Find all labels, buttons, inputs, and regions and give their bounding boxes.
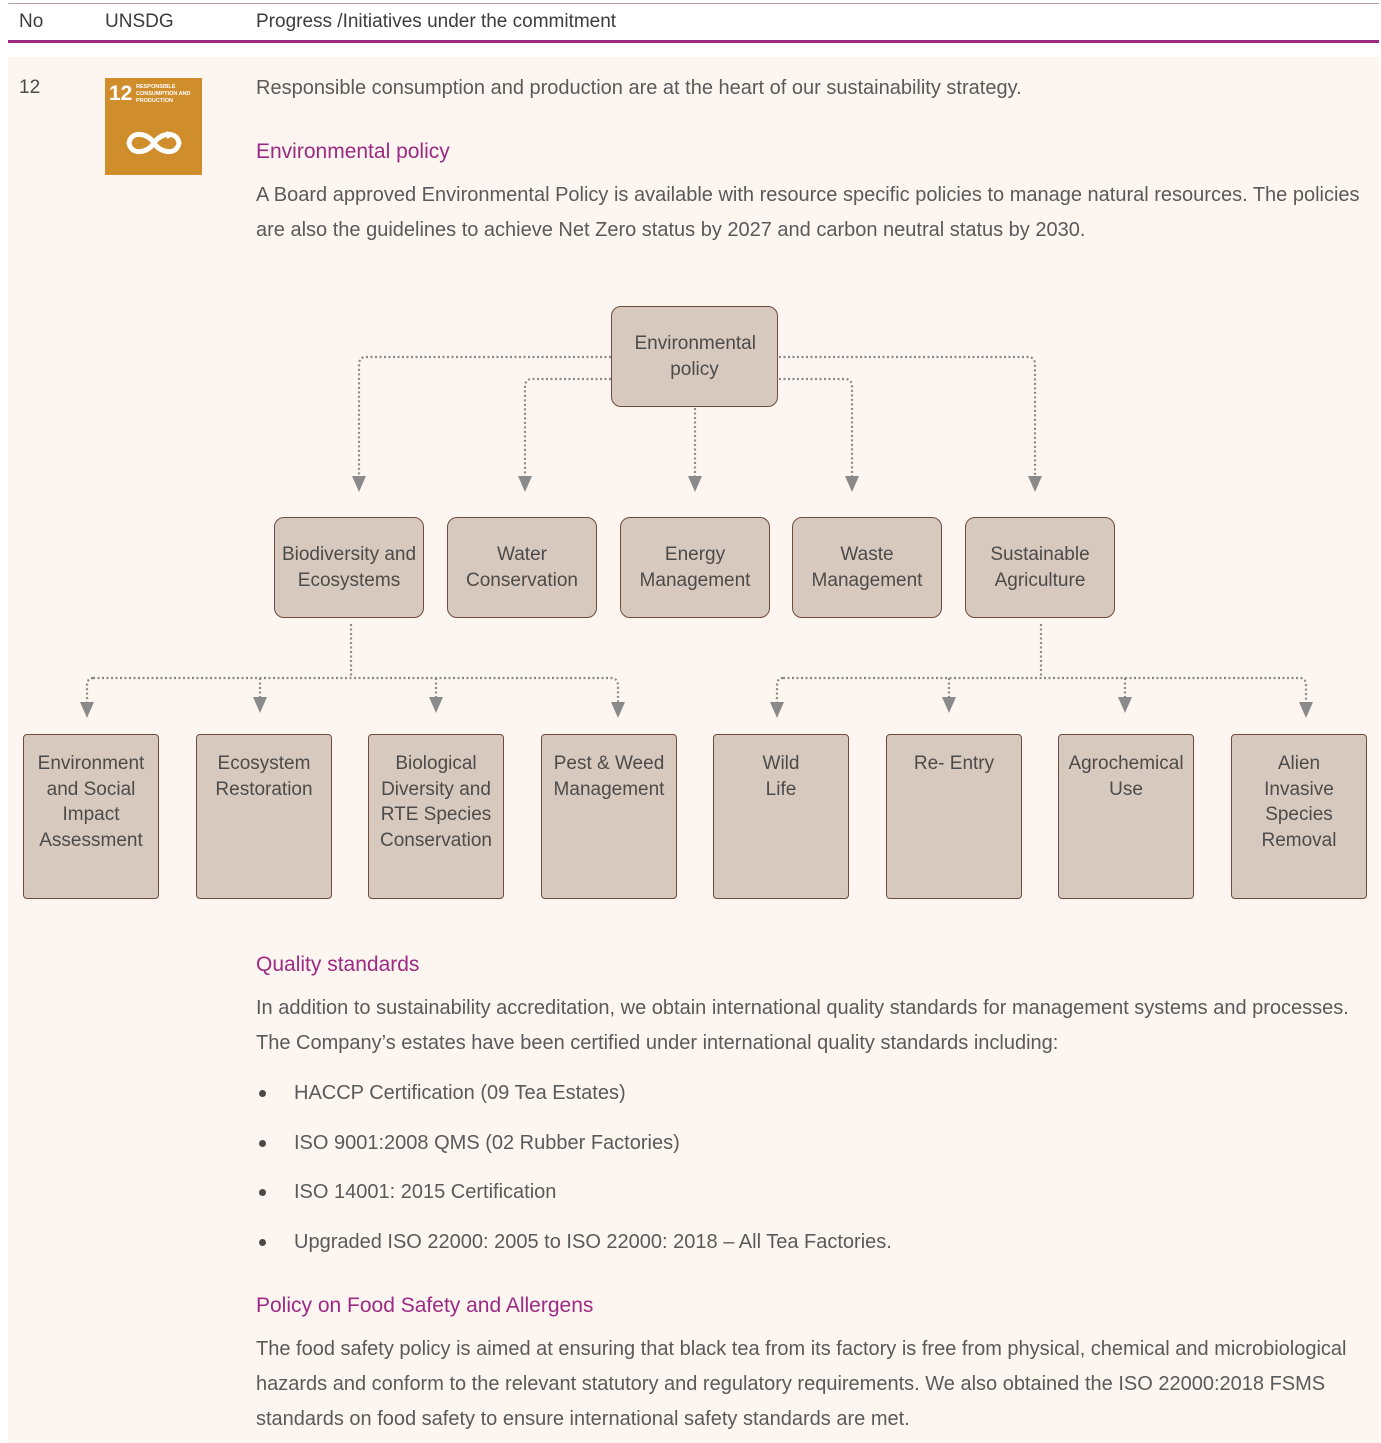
diagram-leaf-label: Agrochemical Use — [1068, 753, 1184, 800]
diagram-root-label: Environmental policy — [634, 333, 756, 380]
sdg-icon-label: RESPONSIBLE CONSUMPTION AND PRODUCTION — [136, 84, 191, 104]
environmental-policy-text: A Board approved Environmental Policy is… — [256, 184, 1360, 241]
diagram-leaf-wild-life: Wild Life — [713, 734, 849, 899]
diagram-leaf-label: Pest & Weed Management — [553, 753, 665, 800]
diagram-leaf-alien-invasive: Alien Invasive Species Removal — [1231, 734, 1367, 899]
sdg-12-icon: 12 RESPONSIBLE CONSUMPTION AND PRODUCTIO… — [105, 78, 202, 175]
list-item: ISO 14001: 2015 Certification — [256, 1176, 1356, 1226]
intro-text: Responsible consumption and production a… — [256, 77, 1022, 99]
certification-list: HACCP Certification (09 Tea Estates) ISO… — [256, 1077, 1356, 1276]
diagram-leaf-re-entry: Re- Entry — [886, 734, 1022, 899]
diagram-leaf-agrochemical-use: Agrochemical Use — [1058, 734, 1194, 899]
diagram-leaf-esia: Environment and Social Impact Assessment — [23, 734, 159, 899]
list-item: Upgraded ISO 22000: 2005 to ISO 22000: 2… — [256, 1226, 1356, 1276]
diagram-leaf-biological-diversity: Biological Diversity and RTE Species Con… — [368, 734, 504, 899]
quality-standards-text: In addition to sustainability accreditat… — [256, 997, 1349, 1054]
list-item: ISO 9001:2008 QMS (02 Rubber Factories) — [256, 1127, 1356, 1177]
column-header-unsdg: UNSDG — [105, 11, 174, 32]
diagram-node-biodiversity: Biodiversity and Ecosystems — [274, 517, 424, 618]
sdg-icon-number: 12 — [109, 82, 133, 105]
diagram-root-environmental-policy: Environmental policy — [611, 306, 778, 407]
row-number: 12 — [19, 77, 41, 98]
diagram-leaf-pest-weed: Pest & Weed Management — [541, 734, 677, 899]
diagram-leaf-label: Biological Diversity and RTE Species Con… — [380, 753, 492, 851]
header-bottom-rule — [8, 40, 1379, 43]
food-safety-text: The food safety policy is aimed at ensur… — [256, 1338, 1347, 1430]
diagram-leaf-label: Re- Entry — [913, 753, 995, 774]
list-item: HACCP Certification (09 Tea Estates) — [256, 1077, 1356, 1127]
column-header-progress: Progress /Initiatives under the commitme… — [256, 11, 617, 32]
column-header-no: No — [19, 11, 44, 32]
diagram-node-label: Waste Management — [811, 544, 923, 591]
diagram-node-label: Sustainable Agriculture — [990, 544, 1090, 591]
diagram-node-water-conservation: Water Conservation — [447, 517, 597, 618]
diagram-node-label: Energy Management — [639, 544, 751, 591]
diagram-leaf-label: Alien Invasive Species Removal — [1261, 753, 1337, 851]
food-safety-heading: Policy on Food Safety and Allergens — [256, 1294, 594, 1317]
diagram-leaf-label: Environment and Social Impact Assessment — [37, 753, 145, 851]
infinity-icon — [126, 131, 182, 155]
diagram-leaf-label: Ecosystem Restoration — [215, 753, 313, 800]
quality-standards-heading: Quality standards — [256, 953, 420, 976]
header-top-rule — [8, 3, 1379, 4]
diagram-node-label: Water Conservation — [466, 544, 578, 591]
diagram-node-waste-management: Waste Management — [792, 517, 942, 618]
diagram-node-label: Biodiversity and Ecosystems — [281, 544, 417, 591]
diagram-leaf-ecosystem-restoration: Ecosystem Restoration — [196, 734, 332, 899]
diagram-leaf-label: Wild Life — [762, 753, 800, 800]
environmental-policy-heading: Environmental policy — [256, 140, 450, 163]
diagram-node-sustainable-agriculture: Sustainable Agriculture — [965, 517, 1115, 618]
diagram-node-energy-management: Energy Management — [620, 517, 770, 618]
